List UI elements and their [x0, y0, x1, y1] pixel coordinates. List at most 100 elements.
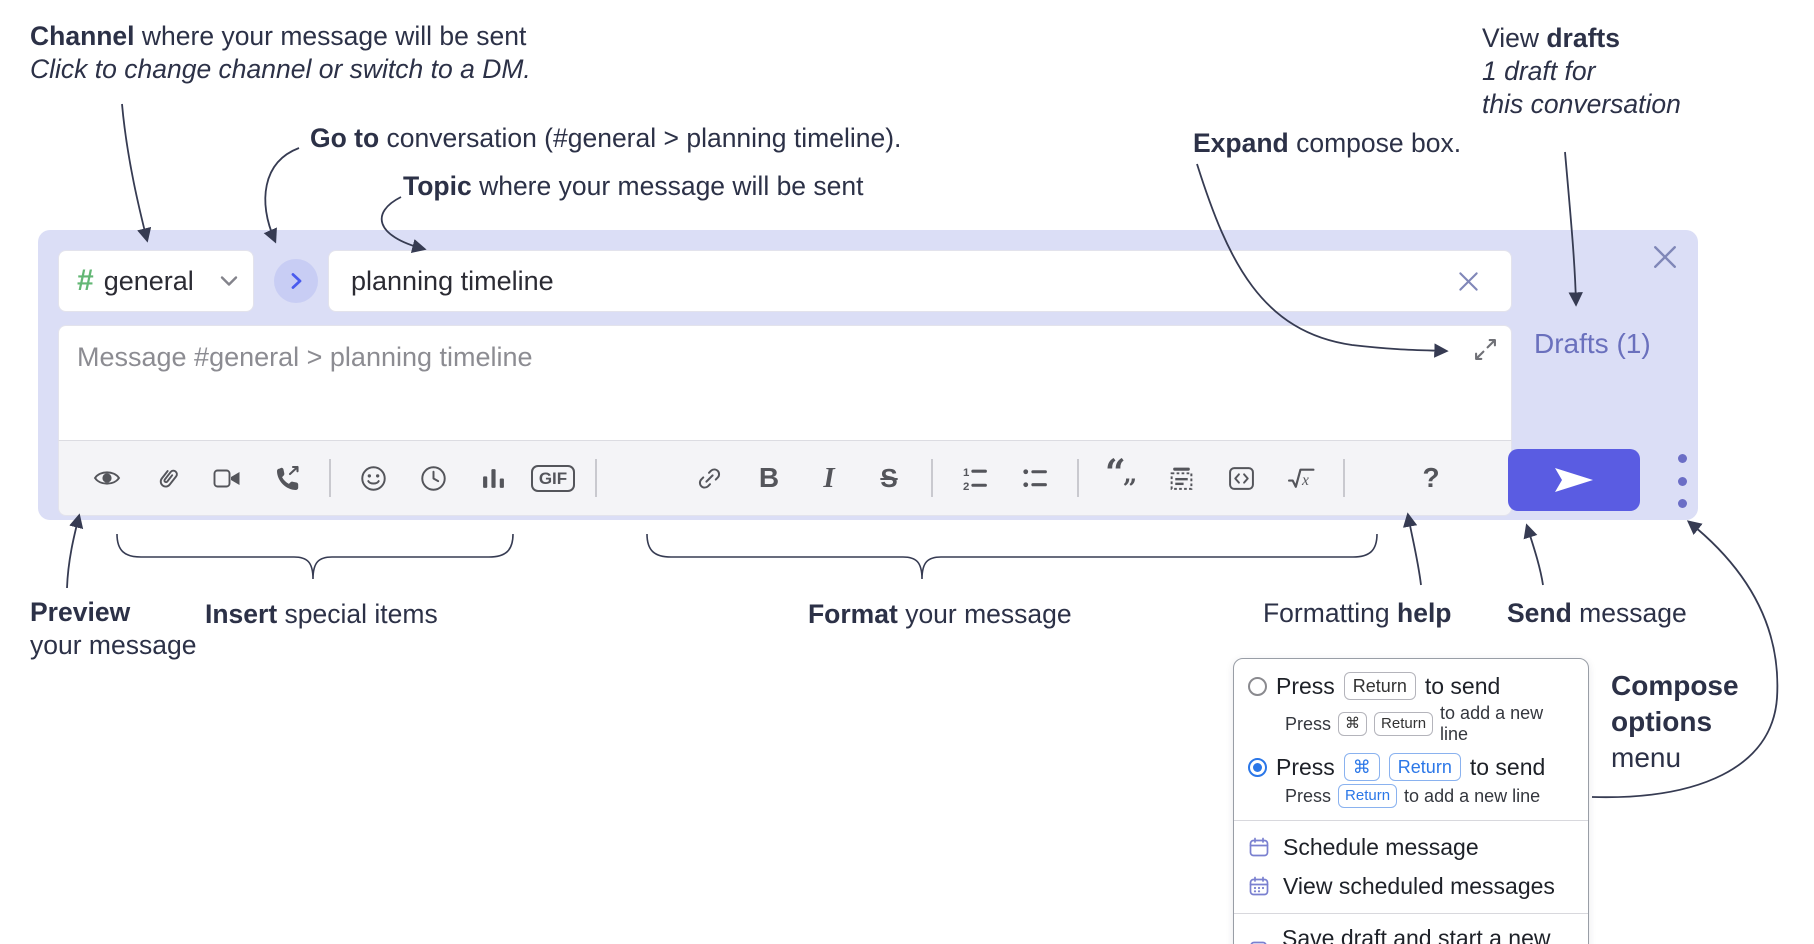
arrow-send — [1523, 523, 1544, 586]
annotation-drafts-pre: View — [1482, 23, 1547, 53]
go-to-conversation-button[interactable] — [274, 259, 318, 303]
spoiler-icon — [1170, 467, 1192, 490]
link-button[interactable] — [679, 455, 739, 501]
annotation-opts-line3: menu — [1611, 741, 1682, 773]
preview-button[interactable] — [77, 455, 137, 501]
option-text: to send — [1424, 672, 1501, 699]
clock-icon — [420, 465, 446, 491]
code-icon — [1228, 466, 1254, 490]
return-key: Return — [1343, 672, 1416, 701]
bold-button[interactable]: B — [739, 455, 799, 501]
strikethrough-button[interactable]: S — [859, 455, 919, 501]
schedule-section: Schedule message View scheduled messages — [1234, 821, 1588, 913]
option-subtext-word: to add a new line — [1440, 703, 1544, 745]
dot — [1677, 476, 1687, 486]
annotation-goto: Go to conversation (#general > planning … — [310, 122, 901, 155]
menu-item-label: Save draft and start a new message — [1282, 924, 1551, 944]
menu-item-save-draft[interactable]: Save draft and start a new message — [1248, 923, 1574, 944]
expand-icon — [1475, 339, 1496, 360]
code-button[interactable] — [1211, 455, 1271, 501]
annotation-expand: Expand compose box. — [1193, 127, 1461, 160]
channel-select-button[interactable]: # general — [58, 250, 254, 312]
message-box — [58, 325, 1512, 440]
option-text: to send — [1469, 753, 1546, 780]
calendar-grid-icon — [1249, 877, 1269, 896]
close-icon — [1459, 272, 1478, 291]
smiley-icon — [360, 465, 386, 491]
annotation-help-bold: help — [1397, 598, 1452, 628]
menu-item-label: Schedule message — [1283, 833, 1479, 860]
annotation-expand-bold: Expand — [1193, 128, 1289, 158]
svg-text:2: 2 — [963, 480, 969, 490]
document-check-icon — [1250, 942, 1267, 944]
annotation-format-rest: your message — [897, 599, 1072, 629]
spoiler-button[interactable] — [1151, 455, 1211, 501]
toolbar-divider — [1077, 459, 1079, 497]
clear-topic-button[interactable] — [1457, 270, 1480, 293]
send-shortcut-options: Press Return to send Press ⌘ Return to a… — [1234, 659, 1588, 820]
draft-section: Save draft and start a new message — [1234, 914, 1588, 944]
toolbar-divider — [595, 459, 597, 497]
cmd-key: ⌘ — [1338, 712, 1368, 736]
annotation-goto-bold: Go to — [310, 123, 380, 153]
gif-button[interactable]: GIF — [523, 455, 583, 501]
send-icon — [1555, 468, 1593, 492]
annotation-opts-line2: options — [1611, 705, 1713, 737]
gif-icon: GIF — [530, 464, 576, 492]
time-button[interactable] — [403, 455, 463, 501]
bulleted-list-icon — [1022, 468, 1047, 487]
chevron-right-icon — [291, 273, 302, 289]
toolbar-divider — [931, 459, 933, 497]
annotation-format: Format your message — [808, 598, 1072, 631]
radio-option-cmd-enter-to-send[interactable]: Press ⌘ Return to send — [1248, 753, 1574, 782]
arrow-channel — [121, 103, 152, 243]
annotation-send: Send message — [1507, 597, 1687, 630]
voice-call-button[interactable] — [257, 455, 317, 501]
math-button[interactable]: x — [1271, 455, 1331, 501]
strikethrough-icon: S — [880, 462, 898, 493]
video-camera-icon — [213, 469, 240, 487]
annotation-formatting-help: Formatting help — [1263, 597, 1452, 630]
video-call-button[interactable] — [197, 455, 257, 501]
radio-unselected-icon[interactable] — [1248, 676, 1267, 696]
attach-file-button[interactable] — [137, 455, 197, 501]
close-compose-button[interactable] — [1652, 244, 1678, 270]
quote-icon: “” — [1104, 452, 1138, 503]
radio-option-enter-to-send[interactable]: Press Return to send — [1248, 672, 1574, 701]
poll-button[interactable] — [463, 455, 523, 501]
annotation-channel-italic: Click to change channel or switch to a D… — [30, 53, 531, 84]
annotation-goto-rest: conversation (#general > planning timeli… — [379, 123, 902, 153]
annotation-format-bold: Format — [808, 599, 898, 629]
help-button[interactable]: ? — [1401, 455, 1461, 501]
menu-item-schedule-message[interactable]: Schedule message — [1248, 828, 1574, 867]
compose-options-button[interactable] — [1662, 454, 1702, 508]
option-subtext-word: Press — [1285, 785, 1332, 806]
menu-item-view-scheduled[interactable]: View scheduled messages — [1248, 867, 1574, 906]
quote-button[interactable]: “” — [1091, 455, 1151, 501]
toolbar-divider — [329, 459, 331, 497]
annotation-topic-bold: Topic — [403, 171, 472, 201]
send-button[interactable] — [1508, 449, 1640, 511]
radio-selected-icon[interactable] — [1248, 757, 1267, 777]
return-key: Return — [1374, 712, 1434, 736]
svg-text:x: x — [1301, 472, 1309, 489]
italic-button[interactable]: I — [799, 455, 859, 501]
bold-icon: B — [758, 462, 780, 493]
emoji-button[interactable] — [343, 455, 403, 501]
option-subtext: Press Return to add a new line — [1285, 784, 1574, 808]
italic-icon: I — [823, 461, 835, 494]
message-textarea[interactable] — [59, 326, 1511, 440]
svg-text:1: 1 — [963, 466, 970, 478]
topic-input[interactable] — [328, 250, 1512, 312]
annotation-preview-bold: Preview — [30, 597, 131, 627]
menu-divider — [1234, 819, 1588, 821]
drafts-link[interactable]: Drafts (1) — [1534, 328, 1651, 359]
expand-compose-button[interactable] — [1474, 338, 1497, 361]
arrow-preview — [66, 513, 84, 589]
bulleted-list-button[interactable] — [1005, 455, 1065, 501]
annotation-view-drafts: View drafts 1 draft for this conversatio… — [1482, 22, 1681, 121]
link-icon — [698, 467, 720, 489]
math-icon: x — [1287, 468, 1314, 489]
